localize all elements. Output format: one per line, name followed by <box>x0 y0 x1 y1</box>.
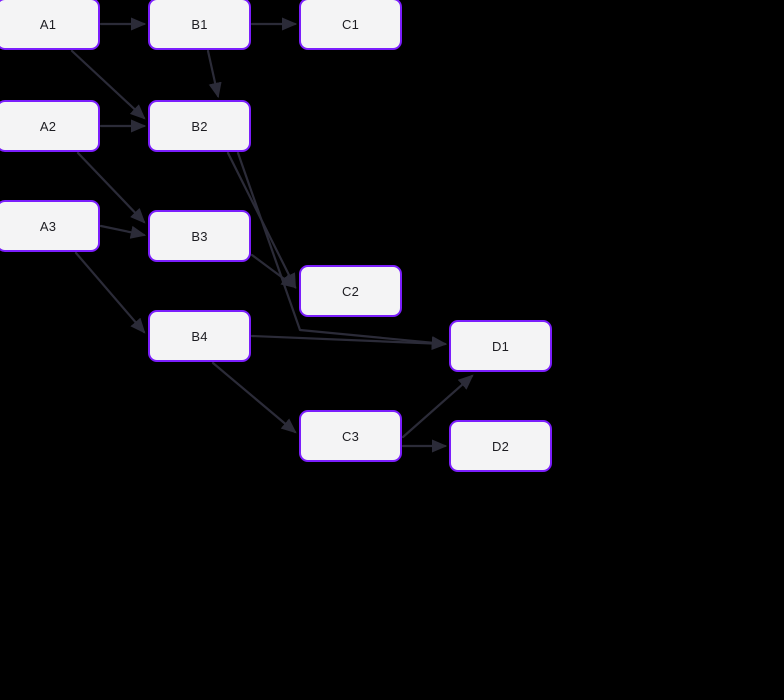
graph-node-c2[interactable]: C2 <box>299 265 402 317</box>
graph-node-b1[interactable]: B1 <box>148 0 251 50</box>
graph-node-label: C2 <box>341 283 360 299</box>
graph-node-a3[interactable]: A3 <box>0 200 100 252</box>
graph-edge <box>99 224 147 239</box>
graph-edge <box>250 253 297 289</box>
graph-edge <box>74 251 146 334</box>
graph-node-label: B4 <box>191 328 208 344</box>
graph-node-b3[interactable]: B3 <box>148 210 251 262</box>
graph-node-label: B2 <box>191 118 208 134</box>
graph-edge <box>250 334 448 351</box>
graph-node-label: A2 <box>39 118 57 134</box>
graph-node-label: B1 <box>191 16 208 32</box>
graph-node-label: B3 <box>191 228 208 244</box>
graph-node-label: C1 <box>341 16 360 32</box>
graph-node-b4[interactable]: B4 <box>148 310 251 362</box>
graph-node-c3[interactable]: C3 <box>299 410 402 462</box>
graph-node-label: D2 <box>491 438 510 454</box>
graph-edge <box>211 361 297 434</box>
graph-node-b2[interactable]: B2 <box>148 100 251 152</box>
graph-edge <box>206 49 222 99</box>
graph-node-label: A3 <box>39 218 57 234</box>
graph-node-d2[interactable]: D2 <box>449 420 552 472</box>
graph-node-a2[interactable]: A2 <box>0 100 100 152</box>
graph-node-label: D1 <box>491 338 510 354</box>
graph-node-a1[interactable]: A1 <box>0 0 100 50</box>
graph-node-c1[interactable]: C1 <box>299 0 402 50</box>
graph-node-label: C3 <box>341 428 360 444</box>
graph-node-label: A1 <box>39 16 57 32</box>
graph-edges <box>70 17 474 453</box>
graph-node-d1[interactable]: D1 <box>449 320 552 372</box>
